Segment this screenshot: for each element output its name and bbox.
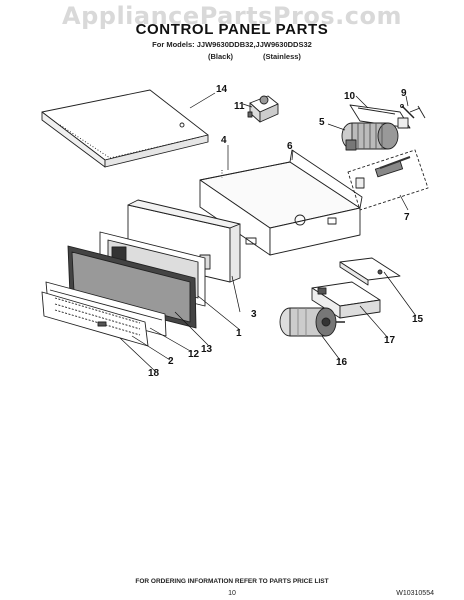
callout-18: 18 <box>148 368 160 379</box>
callout-11: 11 <box>234 101 245 112</box>
callout-2: 2 <box>168 356 174 367</box>
callout-16: 16 <box>336 357 348 368</box>
callout-4: 4 <box>221 135 227 146</box>
page-number: 10 <box>228 590 236 597</box>
document-code: W10310554 <box>396 590 434 597</box>
part-17-bracket <box>311 281 381 319</box>
watermark: AppliancePartsPros.com <box>62 2 402 30</box>
part-15-plate <box>339 257 401 286</box>
callout-12: 12 <box>188 349 200 360</box>
callout-13: 13 <box>201 344 213 355</box>
part-18-vent-panel <box>41 291 149 347</box>
part-16-motor <box>279 307 345 337</box>
callout-5: 5 <box>319 117 325 128</box>
callout-7: 7 <box>404 212 410 223</box>
variant-black: (Black) <box>208 52 234 61</box>
ordering-note: FOR ORDERING INFORMATION REFER TO PARTS … <box>135 578 329 585</box>
part-6-control-box <box>199 149 363 256</box>
part-10-fan-bracket <box>349 104 426 129</box>
page-title: CONTROL PANEL PARTS <box>135 21 329 38</box>
callout-6: 6 <box>287 141 293 152</box>
callout-labels: 14 11 4 6 5 10 9 7 3 1 13 12 2 18 15 17 … <box>148 84 424 379</box>
leader-lines <box>119 92 417 373</box>
callout-15: 15 <box>412 314 424 325</box>
callout-10: 10 <box>344 91 356 102</box>
callout-1: 1 <box>236 328 242 339</box>
callout-14: 14 <box>216 84 228 95</box>
part-5-blower-fan <box>341 122 399 151</box>
part-13-control-panel <box>67 245 197 329</box>
part-14-top-cover <box>41 89 209 168</box>
part-7-element-bracket <box>347 149 429 211</box>
part-11-switch <box>247 95 279 123</box>
variant-stainless: (Stainless) <box>263 52 301 61</box>
callout-17: 17 <box>384 335 396 346</box>
callout-9: 9 <box>401 88 407 99</box>
model-list: For Models: JJW9630DDB32,JJW9630DDS32 <box>152 40 312 49</box>
part-9-clip <box>400 104 415 119</box>
callout-3: 3 <box>251 309 257 320</box>
